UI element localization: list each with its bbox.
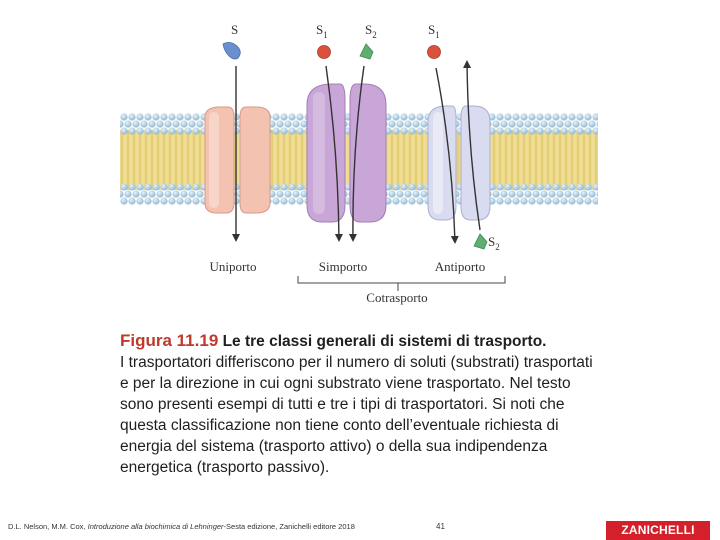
page-number: 41 — [436, 522, 445, 531]
solute-s1-symport-shape — [317, 45, 331, 59]
caption-body: I trasportatori differiscono per il nume… — [120, 354, 593, 476]
solute-s1-antiport-shape — [427, 45, 441, 59]
antiport-label: Antiporto — [435, 259, 486, 274]
credit-authors: D.L. Nelson, M.M. Cox, — [8, 522, 88, 531]
antiport-arrow-s1 — [435, 67, 459, 244]
symport-label: Simporto — [319, 259, 367, 274]
uniport-protein — [204, 106, 271, 214]
symport-protein — [306, 83, 387, 223]
solute-s-shape — [222, 42, 241, 60]
footer-credit: D.L. Nelson, M.M. Cox, Introduzione alla… — [8, 522, 355, 531]
solute-s2-antiport-shape — [473, 233, 488, 250]
solute-s2-symport-shape — [359, 43, 374, 60]
credit-book-title: Introduzione alla biochimica di Lehninge… — [87, 522, 224, 531]
solute-s2-symport-label: S2 — [365, 22, 377, 40]
solute-s1-antiport-label: S1 — [428, 22, 440, 40]
figure-title: Le tre classi generali di sistemi di tra… — [222, 333, 547, 350]
publisher-logo: ZANICHELLI — [606, 521, 710, 540]
solute-s2-antiport-label: S2 — [488, 234, 500, 252]
uniport-label: Uniporto — [210, 259, 257, 274]
solute-s-label: S — [231, 22, 238, 37]
figure-caption: Figura 11.19 Le tre classi generali di s… — [120, 330, 600, 478]
cotransport-label: Cotrasporto — [366, 290, 427, 305]
cotransport-bracket — [297, 276, 506, 291]
transport-diagram: S S1 S2 S1 S2 Uniporto Simporto Antiport… — [120, 22, 598, 305]
symport-arrow-s2 — [348, 65, 365, 242]
antiport-arrow-s2 — [463, 60, 481, 231]
solute-s1-symport-label: S1 — [316, 22, 328, 40]
figure-number: Figura 11.19 — [120, 331, 219, 350]
antiport-protein — [427, 105, 491, 221]
symport-arrow-s1 — [325, 65, 343, 242]
credit-edition: -Sesta edizione, Zanichelli editore 2018 — [223, 522, 355, 531]
